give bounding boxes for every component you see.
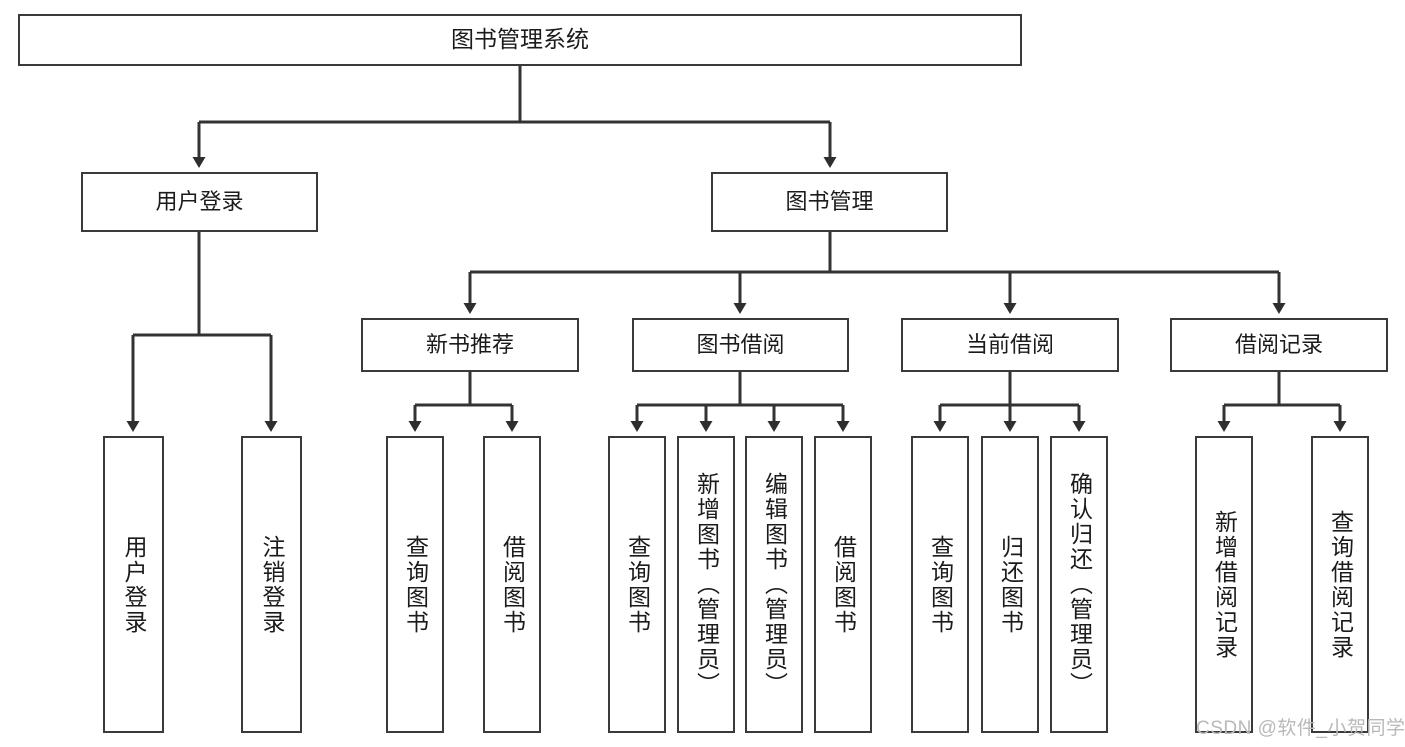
node-book-management[interactable]: 图书管理 [711, 172, 948, 232]
node-leaf-edit-book[interactable]: 编辑图书（管理员） [745, 436, 803, 733]
node-leaf-borrow-book-1-label: 借阅图书 [499, 534, 526, 635]
node-leaf-query-borrow-record-label: 查询借阅记录 [1327, 509, 1354, 660]
node-leaf-borrow-book-2[interactable]: 借阅图书 [814, 436, 872, 733]
node-leaf-logout-login-label: 注销登录 [259, 534, 285, 635]
node-leaf-query-book-2-label: 查询图书 [624, 534, 651, 635]
node-borrow-record-label: 借阅记录 [1234, 332, 1323, 358]
node-book-management-label: 图书管理 [785, 189, 874, 215]
node-leaf-user-login-label: 用户登录 [121, 534, 147, 635]
node-root-label: 图书管理系统 [451, 26, 589, 53]
node-user-login-label: 用户登录 [155, 189, 244, 215]
node-leaf-add-borrow-record-label: 新增借阅记录 [1211, 509, 1238, 660]
node-leaf-logout-login[interactable]: 注销登录 [241, 436, 302, 733]
node-leaf-borrow-book-1[interactable]: 借阅图书 [483, 436, 541, 733]
node-leaf-borrow-book-2-label: 借阅图书 [830, 534, 857, 635]
node-root[interactable]: 图书管理系统 [18, 14, 1022, 66]
node-new-book-recommend-label: 新书推荐 [425, 332, 514, 358]
node-leaf-add-book-label: 新增图书（管理员） [693, 472, 720, 697]
node-leaf-query-book-1[interactable]: 查询图书 [386, 436, 444, 733]
node-leaf-add-book[interactable]: 新增图书（管理员） [677, 436, 735, 733]
node-leaf-confirm-return[interactable]: 确认归还（管理员） [1050, 436, 1108, 733]
node-leaf-confirm-return-label: 确认归还（管理员） [1066, 472, 1093, 697]
node-leaf-return-book[interactable]: 归还图书 [981, 436, 1039, 733]
node-leaf-edit-book-label: 编辑图书（管理员） [761, 472, 788, 697]
node-leaf-query-book-3[interactable]: 查询图书 [911, 436, 969, 733]
node-borrow-record[interactable]: 借阅记录 [1170, 318, 1388, 372]
node-current-borrow-label: 当前借阅 [965, 332, 1054, 358]
node-book-borrow-label: 图书借阅 [696, 332, 785, 358]
node-leaf-return-book-label: 归还图书 [997, 534, 1024, 635]
csdn-watermark: CSDN @软件_小贺同学 [1196, 718, 1405, 739]
node-current-borrow[interactable]: 当前借阅 [901, 318, 1119, 372]
node-user-login[interactable]: 用户登录 [81, 172, 318, 232]
node-new-book-recommend[interactable]: 新书推荐 [361, 318, 579, 372]
node-leaf-query-book-3-label: 查询图书 [927, 534, 954, 635]
node-leaf-query-book-1-label: 查询图书 [402, 534, 429, 635]
node-book-borrow[interactable]: 图书借阅 [632, 318, 849, 372]
node-leaf-query-borrow-record[interactable]: 查询借阅记录 [1311, 436, 1369, 733]
node-leaf-add-borrow-record[interactable]: 新增借阅记录 [1195, 436, 1253, 733]
node-leaf-user-login[interactable]: 用户登录 [103, 436, 164, 733]
node-leaf-query-book-2[interactable]: 查询图书 [608, 436, 666, 733]
